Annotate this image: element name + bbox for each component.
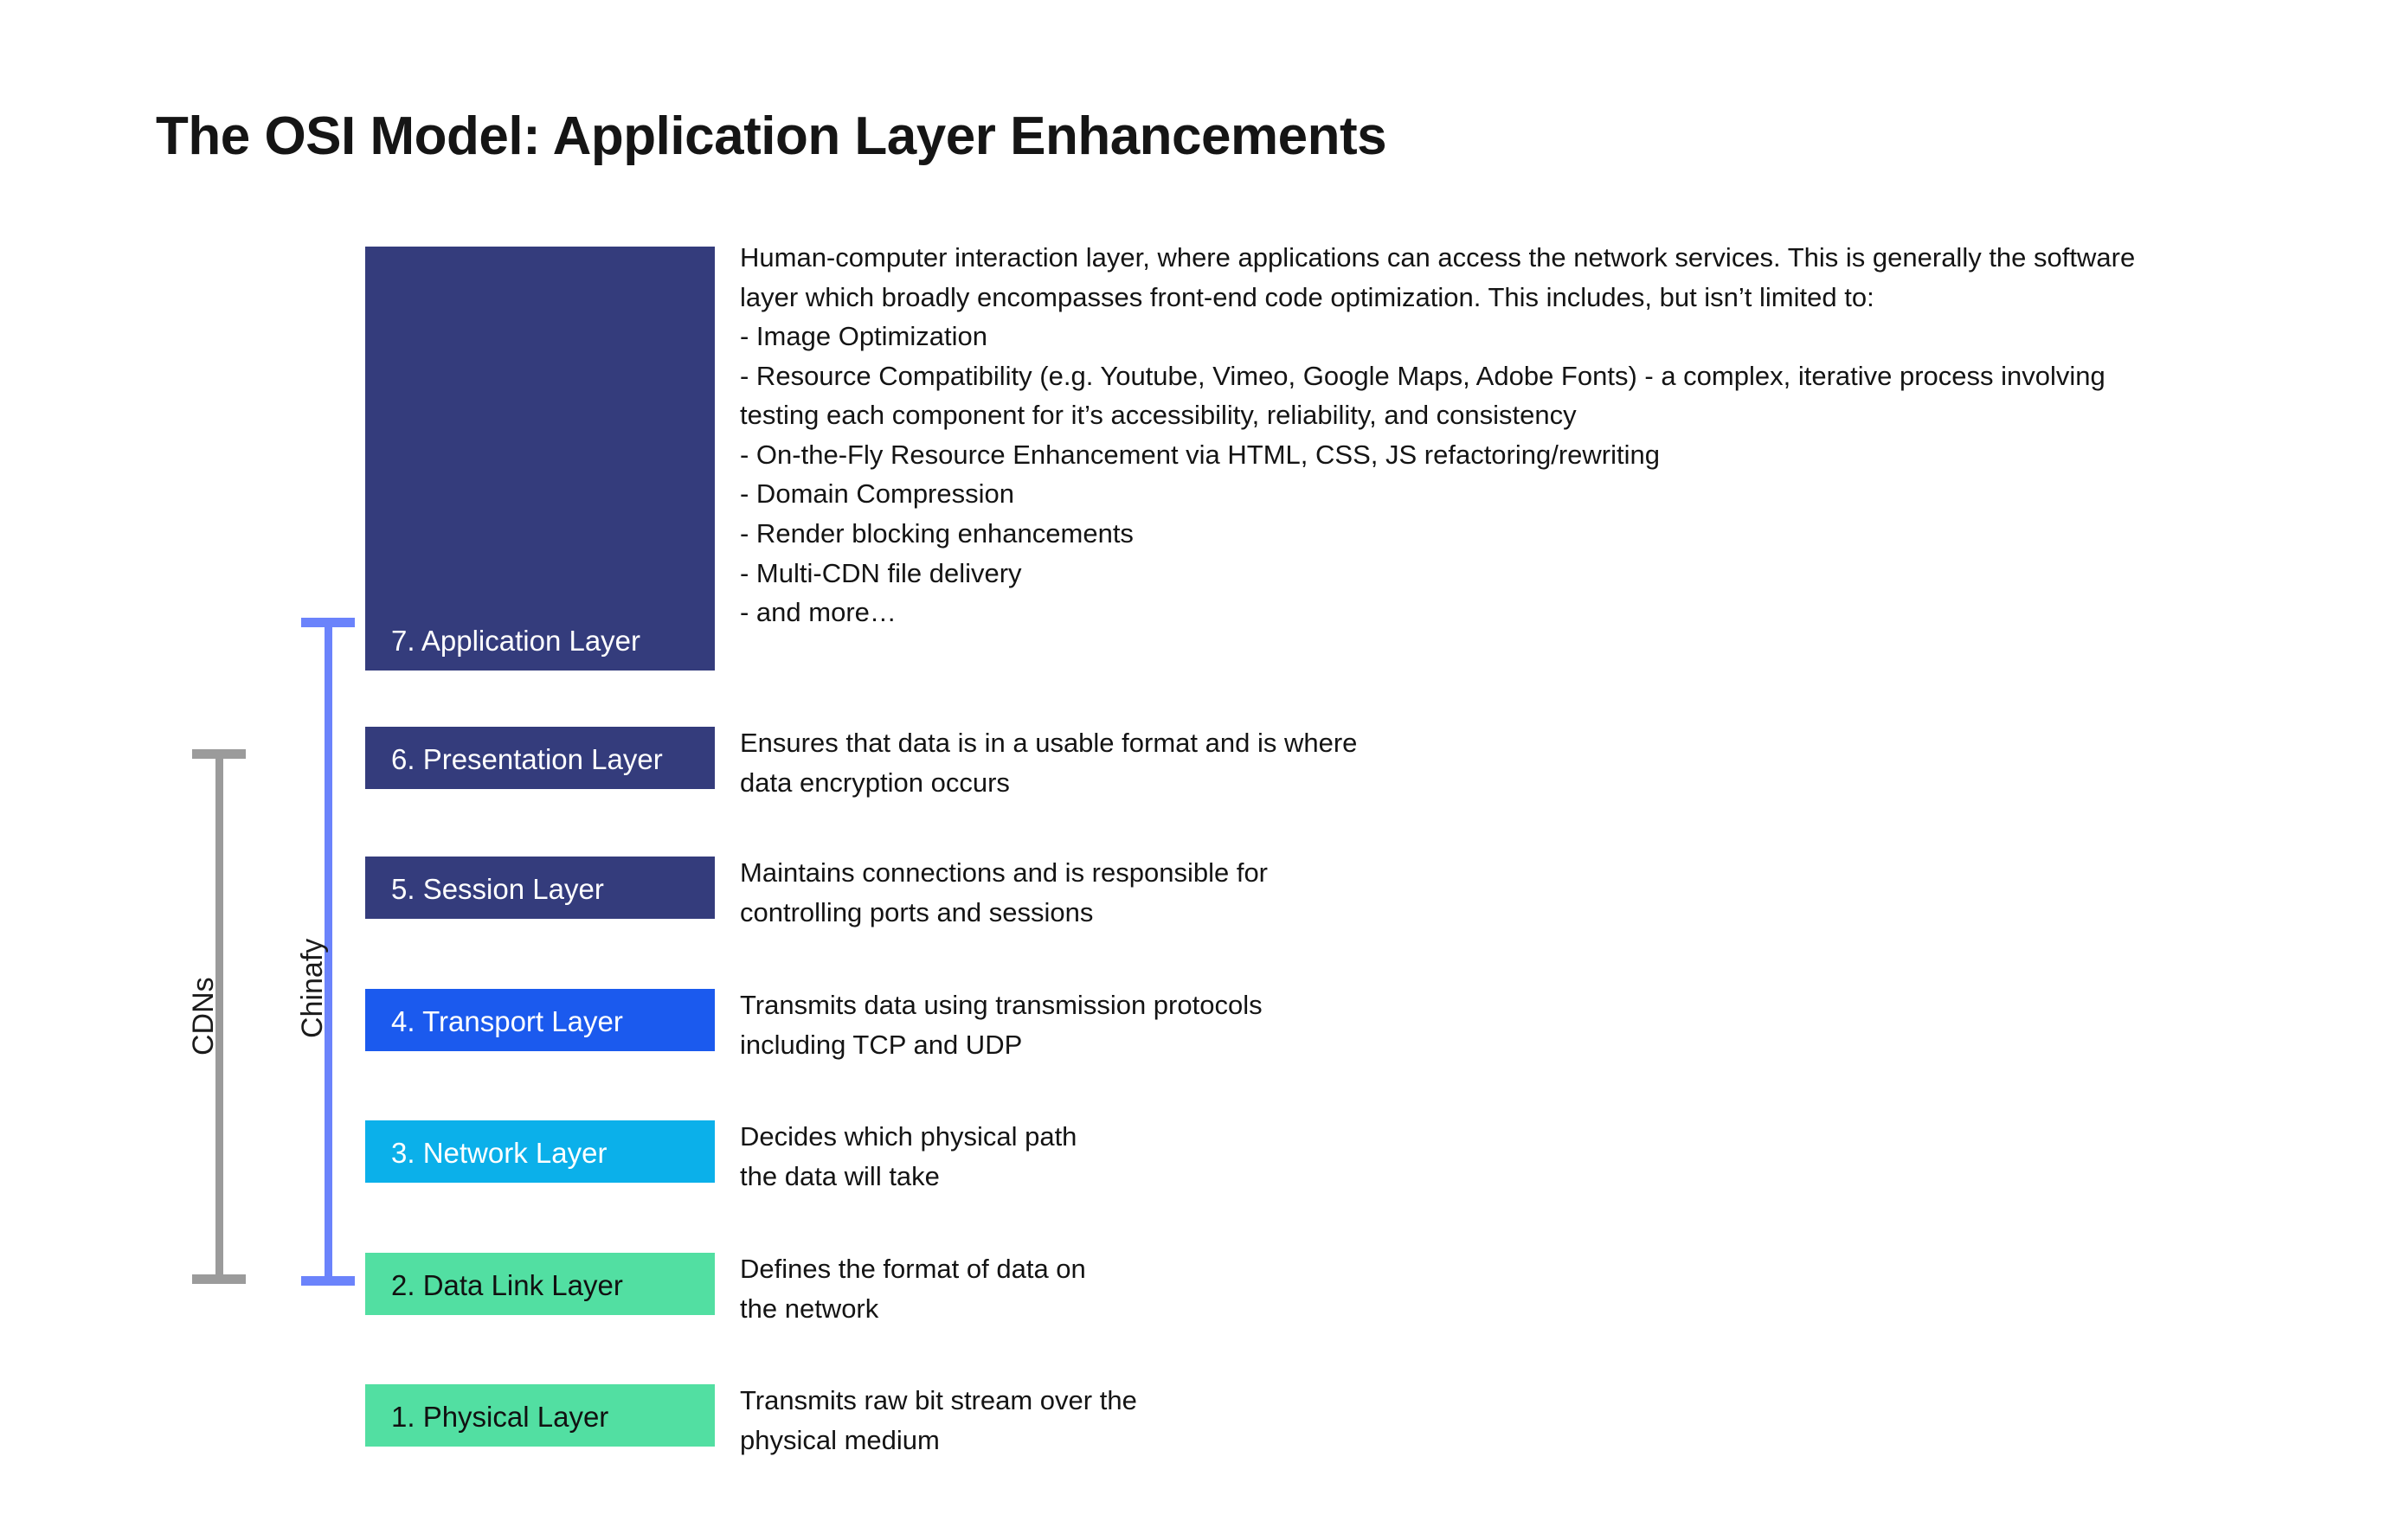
bracket-chinafy <box>301 618 355 1286</box>
layer-box-session: 5. Session Layer <box>365 857 715 919</box>
layer-description-application: Human-computer interaction layer, where … <box>740 242 2136 628</box>
layer-label-presentation: 6. Presentation Layer <box>391 743 663 775</box>
layer-description-data-link: Defines the format of data on the networ… <box>740 1254 1086 1324</box>
layer-box-transport: 4. Transport Layer <box>365 989 715 1051</box>
layer-box-physical: 1. Physical Layer <box>365 1384 715 1447</box>
layer-description-network: Decides which physical path the data wil… <box>740 1121 1077 1191</box>
bracket-label-chinafy: Chinafy <box>296 938 329 1038</box>
layer-label-application: 7. Application Layer <box>391 625 641 657</box>
bracket-cdns <box>192 749 246 1284</box>
bracket-cdns-stem <box>215 749 223 1284</box>
bracket-cdns-bottom-cap <box>192 1274 246 1284</box>
layer-description-presentation: Ensures that data is in a usable format … <box>740 728 1358 798</box>
bracket-chinafy-stem <box>325 618 332 1286</box>
layer-description-session: Maintains connections and is responsible… <box>740 857 1269 927</box>
layer-box-network: 3. Network Layer <box>365 1120 715 1183</box>
layer-label-transport: 4. Transport Layer <box>391 1005 623 1037</box>
layer-label-network: 3. Network Layer <box>391 1137 608 1169</box>
layer-description-physical: Transmits raw bit stream over the physic… <box>740 1385 1137 1455</box>
layer-box-application: 7. Application Layer <box>365 247 715 671</box>
layer-box-presentation: 6. Presentation Layer <box>365 727 715 789</box>
layer-box-data-link: 2. Data Link Layer <box>365 1253 715 1315</box>
layer-label-session: 5. Session Layer <box>391 873 604 905</box>
bracket-label-cdns: CDNs <box>187 977 220 1056</box>
layer-description-transport: Transmits data using transmission protoc… <box>740 990 1263 1060</box>
page-title: The OSI Model: Application Layer Enhance… <box>156 106 1387 166</box>
layer-label-physical: 1. Physical Layer <box>391 1401 609 1433</box>
bracket-chinafy-bottom-cap <box>301 1276 355 1286</box>
layer-label-data-link: 2. Data Link Layer <box>391 1269 623 1301</box>
